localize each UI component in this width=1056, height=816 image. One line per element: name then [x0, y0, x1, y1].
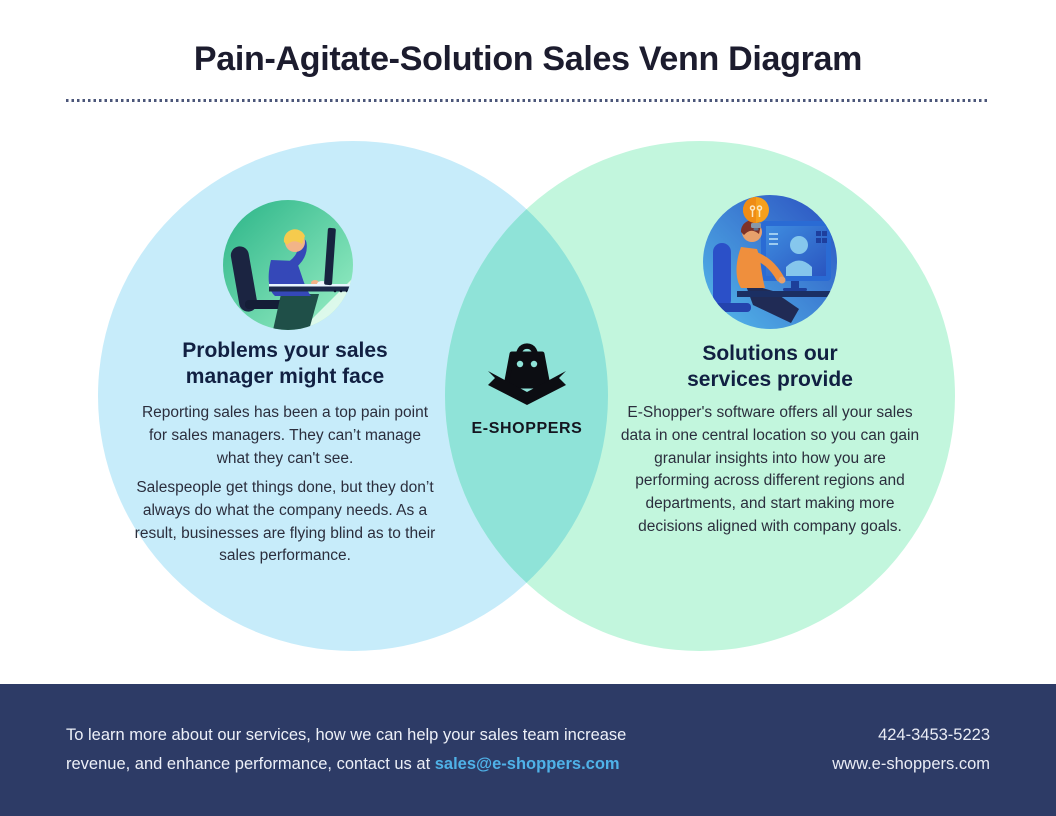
- email-link[interactable]: sales@e-shoppers.com: [434, 755, 620, 773]
- footer: To learn more about our services, how we…: [0, 684, 1056, 816]
- dotted-divider: [66, 99, 990, 102]
- page-title: Pain-Agitate-Solution Sales Venn Diagram: [193, 40, 863, 78]
- problems-heading: Problems your sales manager might face: [182, 339, 388, 389]
- footer-contact: 424-3453-5223 www.e-shoppers.com: [832, 721, 990, 779]
- overlap-lens: [445, 141, 608, 651]
- footer-message: To learn more about our services, how we…: [66, 721, 691, 779]
- problems-paragraph-2: Salespeople get things done, but they do…: [134, 479, 436, 565]
- problems-paragraph-1: Reporting sales has been a top pain poin…: [141, 404, 429, 467]
- solutions-illustration: [703, 185, 837, 329]
- shopping-bag-icon: [488, 343, 566, 405]
- problems-illustration: [223, 200, 353, 330]
- website-url: www.e-shoppers.com: [832, 755, 990, 773]
- brand-name: E-SHOPPERS: [471, 420, 583, 437]
- employee-idea-icon: [703, 195, 837, 329]
- solutions-heading: Solutions our services provide: [687, 342, 853, 392]
- footer-message-text: To learn more about our services, how we…: [66, 726, 627, 773]
- lightbulb-icon: [743, 197, 769, 231]
- solutions-paragraph: E-Shopper's software offers all your sal…: [620, 404, 920, 535]
- frustrated-manager-icon: [223, 200, 353, 330]
- phone-number: 424-3453-5223: [878, 726, 990, 745]
- brand-logo: E-SHOPPERS: [467, 341, 587, 438]
